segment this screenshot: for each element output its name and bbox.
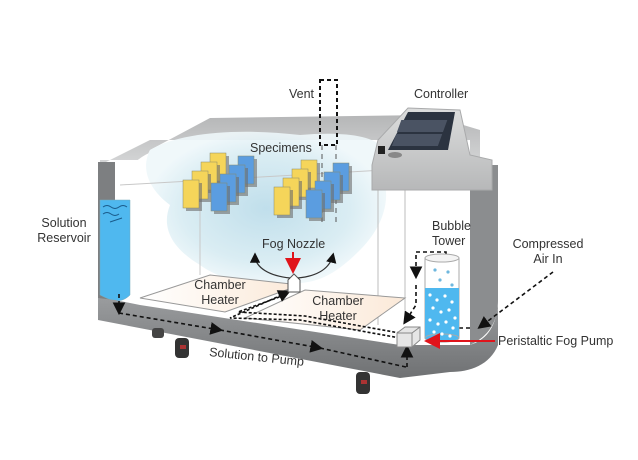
- label-solution-reservoir-line2: Reservoir: [37, 231, 91, 245]
- bubble: [435, 298, 439, 302]
- specimen-panel-yellow: [273, 186, 291, 216]
- bubble: [448, 334, 452, 338]
- specimens-right: [273, 159, 352, 221]
- bubble: [450, 300, 454, 304]
- controller-display-bottom: [391, 134, 443, 146]
- bubble: [432, 330, 436, 334]
- controller-unit: [371, 107, 493, 191]
- bubble: [439, 310, 443, 314]
- fog-nozzle: [249, 252, 337, 293]
- cabinet-base: [98, 298, 498, 378]
- label-chamber-heater-left: Chamber Heater: [190, 278, 250, 308]
- label-bubble-tower: Bubble Tower: [432, 219, 471, 249]
- label-solution-reservoir: Solution Reservoir: [34, 216, 94, 246]
- bubble: [428, 318, 432, 322]
- bubble: [451, 326, 455, 330]
- pump-to-nozzle-line: [229, 290, 406, 339]
- label-chamber-heater-right-line1: Chamber: [312, 294, 364, 308]
- label-chamber-heater-right-line2: Heater: [319, 309, 357, 323]
- peristaltic-fog-pump: [396, 326, 421, 348]
- bubble: [450, 283, 454, 287]
- bubble: [446, 270, 450, 274]
- bubble: [443, 294, 447, 298]
- label-bubble-tower-line1: Bubble: [432, 219, 471, 233]
- bubble: [447, 308, 451, 312]
- solution-flow-line: [112, 294, 414, 368]
- label-compressed-air-line1: Compressed: [512, 237, 584, 251]
- label-compressed-air-in: Compressed Air In: [512, 237, 584, 267]
- specimen-panel-yellow: [182, 179, 200, 209]
- controller-button: [388, 152, 402, 158]
- label-chamber-heater-left-line1: Chamber: [194, 278, 246, 292]
- label-compressed-air-line2: Air In: [533, 252, 563, 266]
- specimen-panel-blue: [305, 189, 323, 219]
- label-chamber-heater-left-line2: Heater: [201, 293, 239, 307]
- label-specimens: Specimens: [250, 141, 312, 155]
- bubble: [431, 306, 435, 310]
- label-chamber-heater-right: Chamber Heater: [308, 294, 368, 324]
- bubble: [428, 293, 432, 297]
- caster-front-left: [175, 338, 189, 358]
- label-fog-nozzle: Fog Nozzle: [262, 237, 326, 251]
- caster-rear-left: [152, 328, 164, 338]
- controller-display-top: [396, 120, 448, 132]
- vent-outline: [319, 79, 338, 146]
- label-bubble-tower-line2: Tower: [432, 234, 466, 248]
- label-peristaltic-fog-pump: Peristaltic Fog Pump: [498, 334, 614, 348]
- bubble-tower: [424, 253, 460, 343]
- bubble: [440, 332, 444, 336]
- bubble: [436, 322, 440, 326]
- label-vent: Vent: [289, 87, 315, 101]
- label-solution-reservoir-line1: Solution: [41, 216, 87, 230]
- specimens-left: [182, 152, 257, 214]
- bubble: [444, 320, 448, 324]
- bubble: [433, 268, 437, 272]
- bubble: [453, 316, 457, 320]
- bubble: [438, 278, 442, 282]
- label-controller: Controller: [414, 87, 469, 101]
- controller-knob: [378, 146, 385, 154]
- caster-front-right: [356, 372, 370, 394]
- solution-reservoir: [99, 199, 131, 301]
- specimen-panel-blue: [210, 182, 228, 212]
- cabinet-right-wall: [470, 165, 498, 345]
